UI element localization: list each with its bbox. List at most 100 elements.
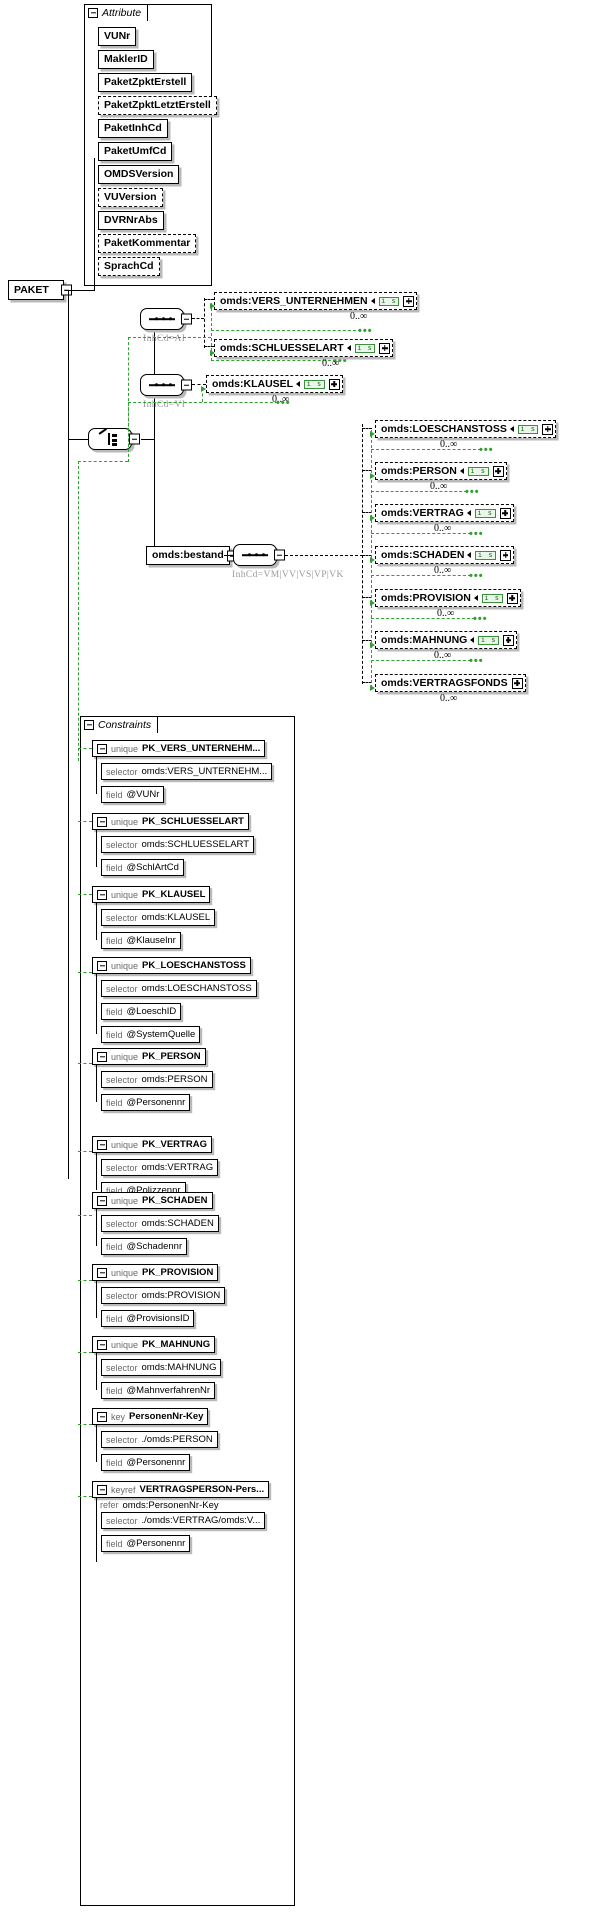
constraint-field[interactable]: field @MahnverfahrenNr — [101, 1382, 216, 1399]
constraint-pk-vers-unternehmen[interactable]: unique PK_VERS_UNTERNEHM... — [92, 740, 266, 757]
attribute-dvrnrabs[interactable]: DVRNrAbs — [98, 211, 164, 230]
field-label: field — [106, 1457, 123, 1468]
constraint-field[interactable]: field @ProvisionsID — [101, 1310, 195, 1327]
constraint-selector[interactable]: selector omds:LOESCHANSTOSS — [101, 980, 257, 997]
constraint-pk-loeschanstoss[interactable]: unique PK_LOESCHANSTOSS — [92, 957, 251, 974]
attribute-paketkommentar[interactable]: PaketKommentar — [98, 234, 197, 253]
constraint-field[interactable]: field @Personennr — [101, 1094, 191, 1111]
minus-icon[interactable] — [97, 1484, 107, 1495]
constraint-selector[interactable]: selector omds:SCHLUESSELART — [101, 836, 255, 853]
plus-icon[interactable] — [502, 634, 514, 646]
field-label: field — [106, 1097, 123, 1108]
element-schaden[interactable]: omds:SCHADEN i s — [375, 546, 515, 564]
plus-icon[interactable] — [542, 423, 554, 435]
attribute-group-tab[interactable]: Attribute — [84, 4, 149, 21]
constraint-selector[interactable]: selector omds:MAHNUNG — [101, 1359, 222, 1376]
attribute-sprachcd[interactable]: SprachCd — [98, 257, 160, 276]
attribute-paketinhcd[interactable]: PaketInhCd — [98, 119, 168, 138]
constraint-field[interactable]: field @SchlArtCd — [101, 859, 184, 876]
root-element-paket[interactable]: PAKET — [8, 280, 72, 300]
plus-icon[interactable] — [328, 378, 340, 390]
minus-icon[interactable] — [97, 1411, 107, 1422]
attribute-vunr[interactable]: VUNr — [98, 27, 137, 46]
constraint-personennr-key[interactable]: key PersonenNr-Key — [92, 1408, 209, 1425]
element-vertrag[interactable]: omds:VERTRAG i s — [375, 504, 514, 522]
constraint-keyref-vertragsperson[interactable]: keyref VERTRAGSPERSON-Pers... — [92, 1481, 270, 1498]
plus-icon[interactable] — [499, 507, 511, 519]
constraint-selector[interactable]: selector omds:VERS_UNTERNEHM... — [101, 763, 273, 780]
constraint-pk-vertrag[interactable]: unique PK_VERTRAG — [92, 1136, 212, 1153]
minus-icon[interactable] — [97, 816, 107, 827]
sequence-compositor-bestand[interactable] — [233, 544, 285, 566]
constraint-field[interactable]: field @Personennr — [101, 1454, 191, 1471]
constraint-selector[interactable]: selector omds:SCHADEN — [101, 1215, 219, 1232]
sequence-compositor-vi[interactable] — [140, 374, 192, 396]
selector-label: selector — [106, 1515, 138, 1526]
green-dots: ••• — [469, 655, 484, 667]
plus-icon[interactable] — [500, 549, 512, 561]
element-mahnung[interactable]: omds:MAHNUNG i s — [375, 631, 517, 649]
green-arrow-icon — [370, 431, 375, 437]
minus-icon[interactable] — [97, 1195, 107, 1206]
type-badge: i s — [474, 508, 496, 518]
element-person[interactable]: omds:PERSON i s — [375, 462, 507, 480]
minus-icon[interactable] — [97, 1051, 107, 1062]
constraint-selector[interactable]: selector omds:VERTRAG — [101, 1159, 219, 1176]
plus-icon[interactable] — [403, 295, 415, 307]
minus-icon[interactable] — [84, 720, 94, 730]
connector — [96, 1425, 98, 1462]
choice-compositor[interactable] — [88, 427, 140, 450]
constraint-selector[interactable]: selector ./omds:VERTRAG/omds:V... — [101, 1512, 266, 1529]
minus-icon[interactable] — [97, 1139, 107, 1150]
plus-icon[interactable] — [379, 342, 391, 354]
minus-icon[interactable] — [88, 8, 98, 18]
plus-icon[interactable] — [492, 465, 504, 477]
constraint-pk-schaden[interactable]: unique PK_SCHADEN — [92, 1192, 213, 1209]
constraint-refer: refer omds:PersonenNr-Key — [96, 1498, 223, 1512]
element-schluesselart[interactable]: omds:SCHLUESSELART i s — [214, 339, 394, 357]
constraint-selector[interactable]: selector omds:KLAUSEL — [101, 909, 216, 926]
constraint-field[interactable]: field @SystemQuelle — [101, 1026, 201, 1043]
plus-icon[interactable] — [506, 592, 518, 604]
element-loeschanstoss[interactable]: omds:LOESCHANSTOSS i s — [375, 420, 557, 438]
element-vers-unternehmen[interactable]: omds:VERS_UNTERNEHMEN i s — [214, 292, 418, 310]
plus-icon[interactable] — [511, 677, 523, 689]
minus-icon[interactable] — [97, 960, 107, 971]
minus-icon[interactable] — [97, 889, 107, 900]
minus-icon[interactable] — [181, 313, 192, 325]
attribute-paketzpkterstell[interactable]: PaketZpktErstell — [98, 73, 193, 92]
field-value: @ProvisionsID — [126, 1313, 190, 1324]
attribute-omdsversion[interactable]: OMDSVersion — [98, 165, 180, 184]
constraint-field[interactable]: field @Klauselnr — [101, 932, 181, 949]
constraint-pk-provision[interactable]: unique PK_PROVISION — [92, 1264, 219, 1281]
field-label: field — [106, 1029, 123, 1040]
element-vertragsfonds[interactable]: omds:VERTRAGSFONDS — [375, 674, 526, 692]
constraint-field[interactable]: field @VUNr — [101, 786, 165, 803]
constraint-pk-klausel[interactable]: unique PK_KLAUSEL — [92, 886, 211, 903]
constraint-field[interactable]: field @Personennr — [101, 1535, 191, 1552]
constraint-field[interactable]: field @Schadennr — [101, 1238, 188, 1255]
minus-icon[interactable] — [97, 743, 107, 754]
minus-icon[interactable] — [274, 549, 285, 561]
element-provision[interactable]: omds:PROVISION i s — [375, 589, 521, 607]
constraint-selector[interactable]: selector ./omds:PERSON — [101, 1431, 218, 1448]
minus-icon[interactable] — [129, 433, 140, 445]
attribute-vuversion[interactable]: VUVersion — [98, 188, 163, 207]
constraint-field[interactable]: field @LoeschID — [101, 1003, 182, 1020]
constraint-selector[interactable]: selector omds:PROVISION — [101, 1287, 226, 1304]
attribute-paketzpktletzterstell[interactable]: PaketZpktLetztErstell — [98, 96, 217, 115]
sequence-compositor-ai[interactable] — [140, 308, 192, 330]
attribute-paketumfcd[interactable]: PaketUmfCd — [98, 142, 173, 161]
minus-icon[interactable] — [181, 379, 192, 391]
constraint-pk-schluesselart[interactable]: unique PK_SCHLUESSELART — [92, 813, 249, 830]
element-klausel[interactable]: omds:KLAUSEL i s — [206, 375, 343, 393]
constraints-group-tab[interactable]: Constraints — [80, 716, 159, 733]
constraint-pk-mahnung[interactable]: unique PK_MAHNUNG — [92, 1336, 216, 1353]
constraint-selector[interactable]: selector omds:PERSON — [101, 1071, 213, 1088]
minus-icon[interactable] — [97, 1339, 107, 1350]
element-bestand[interactable]: omds:bestand — [146, 546, 238, 565]
connector-dashed — [192, 384, 206, 385]
constraint-pk-person[interactable]: unique PK_PERSON — [92, 1048, 206, 1065]
minus-icon[interactable] — [97, 1267, 107, 1278]
attribute-maklerid[interactable]: MaklerID — [98, 50, 154, 69]
